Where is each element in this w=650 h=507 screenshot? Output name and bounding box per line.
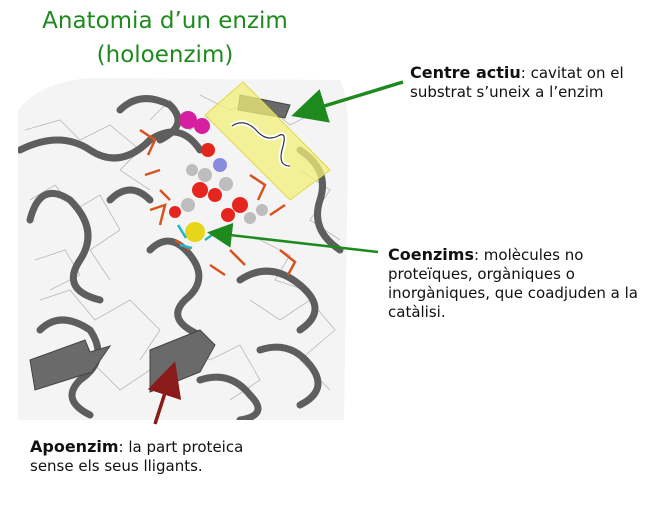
coenzymes-term: Coenzims: [388, 245, 474, 264]
ligand-spheres: [169, 111, 268, 250]
arrow-coenzyme: [207, 222, 379, 254]
arrow-active-site: [291, 80, 404, 123]
apoenzyme-term: Apoenzim: [30, 437, 119, 456]
active-site-highlight: [204, 81, 331, 201]
label-apoenzyme: Apoenzim: la part proteica sense els seu…: [30, 437, 290, 476]
active-site-description: : cavitat on el substrat s’uneix a l’enz…: [410, 64, 624, 101]
protein-background: [18, 78, 348, 420]
label-coenzymes: Coenzims: molècules no proteïques, orgàn…: [388, 245, 638, 322]
title-line-1: Anatomia d’un enzim: [42, 8, 288, 34]
coenzymes-description: : molècules no proteïques, orgàniques o …: [388, 246, 638, 321]
label-active-site: Centre actiu: cavitat on el substrat s’u…: [410, 63, 640, 102]
apoenzyme-description: : la part proteica sense els seus lligan…: [30, 438, 244, 475]
arrow-apoenzyme: [147, 361, 182, 425]
title-line-2: (holoenzim): [96, 42, 234, 68]
diagram-title: Anatomia d’un enzim (holoenzim): [0, 4, 330, 72]
active-site-term: Centre actiu: [410, 63, 521, 82]
